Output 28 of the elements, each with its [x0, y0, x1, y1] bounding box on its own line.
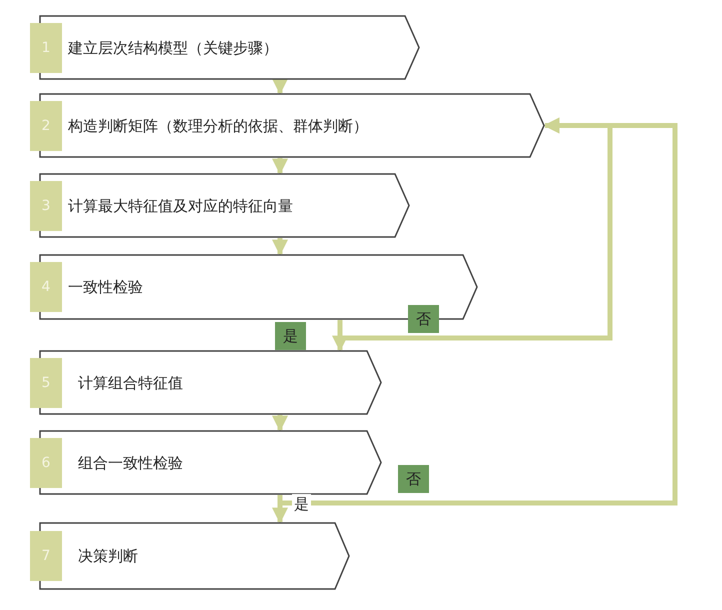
- arrow: [272, 415, 288, 432]
- step-text: 一致性检验: [68, 277, 143, 297]
- step-number: 2: [30, 100, 62, 150]
- edge-label: 否: [408, 305, 439, 333]
- step-text: 组合一致性检验: [78, 452, 183, 472]
- step-box: [30, 15, 420, 80]
- edge-label: 是: [292, 494, 311, 514]
- step-box: [30, 350, 382, 415]
- step-text: 计算组合特征值: [78, 372, 183, 392]
- step-text: 建立层次结构模型（关键步骤）: [68, 38, 278, 58]
- step-box: [30, 173, 410, 238]
- edge-label: 是: [275, 322, 306, 350]
- arrow: [272, 238, 288, 256]
- step-box: [30, 522, 350, 590]
- step-text: 计算最大特征值及对应的特征向量: [68, 196, 293, 216]
- step-number: 6: [30, 438, 62, 488]
- step-number: 7: [30, 531, 62, 581]
- arrow: [272, 158, 288, 175]
- step-number: 5: [30, 358, 62, 408]
- step-number: 4: [30, 262, 62, 312]
- step-text: 决策判断: [78, 546, 138, 566]
- step-text: 构造判断矩阵（数理分析的依据、群体判断）: [68, 116, 368, 136]
- arrow: [272, 78, 288, 95]
- step-box: [30, 93, 545, 158]
- step-number: 1: [30, 22, 62, 72]
- edge-label: 否: [398, 465, 429, 493]
- step-number: 3: [30, 180, 62, 230]
- step-box: [30, 430, 382, 495]
